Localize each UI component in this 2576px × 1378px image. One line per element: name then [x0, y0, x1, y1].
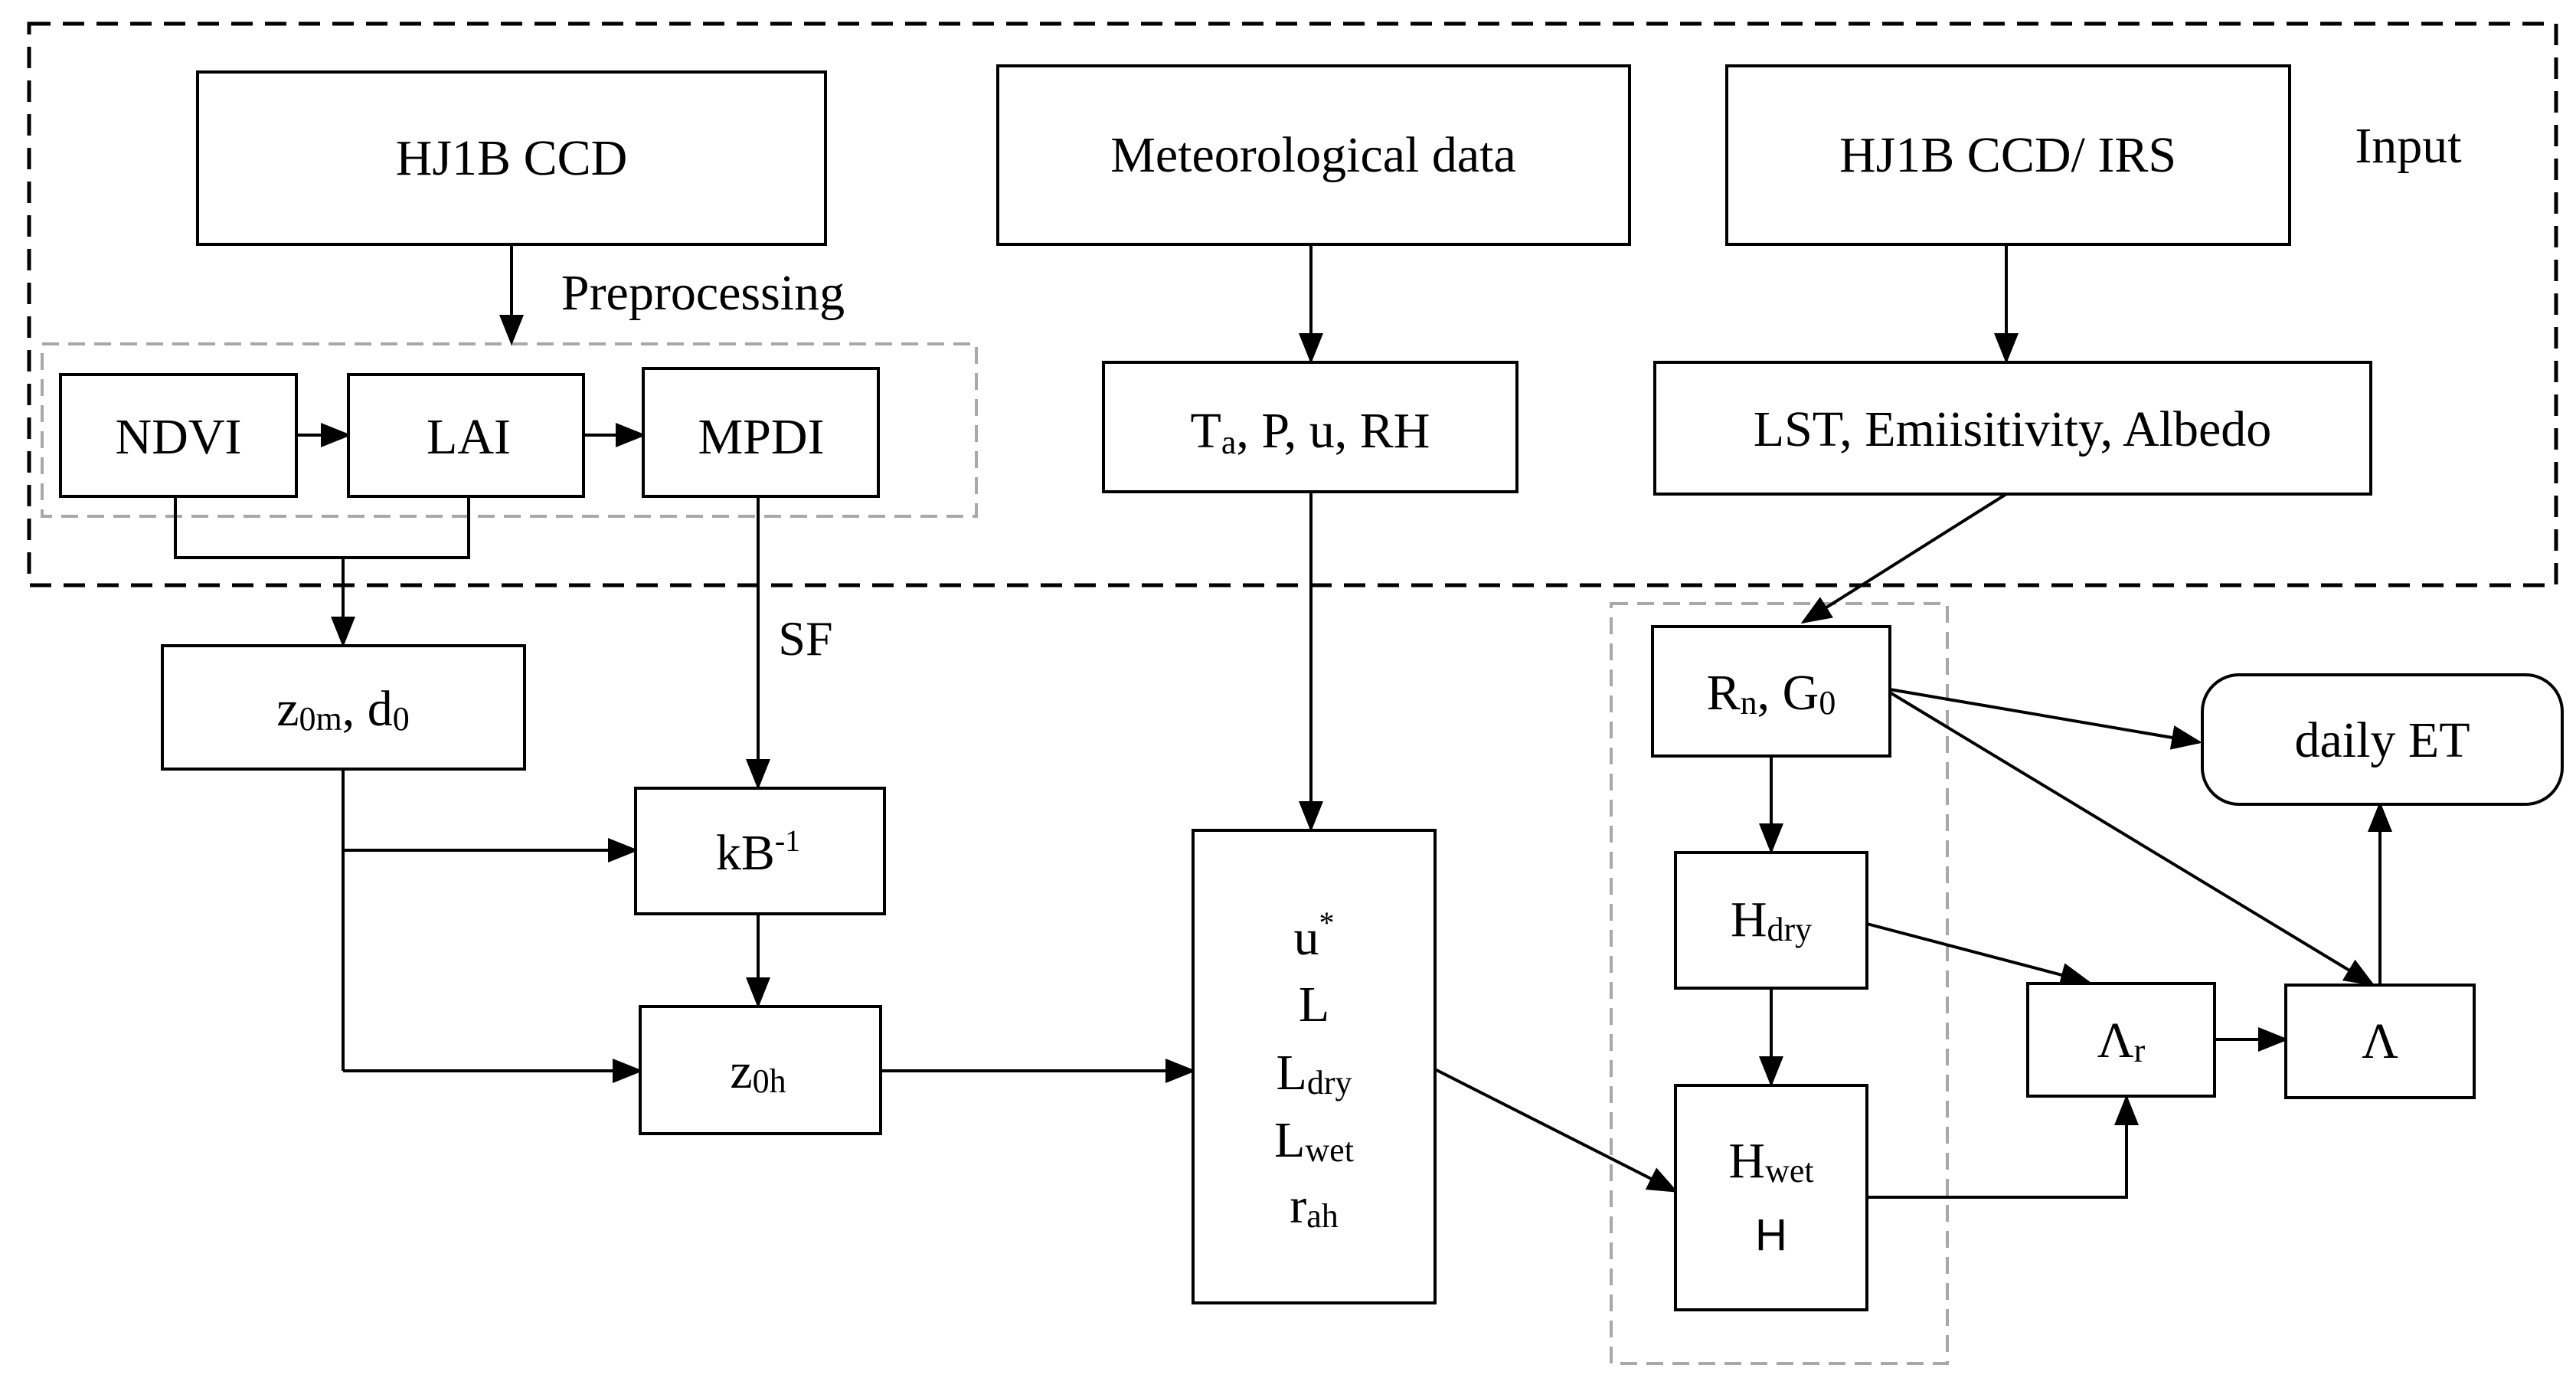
daily-et-box: daily ET	[2201, 673, 2564, 806]
mpdi-box: MPDI	[642, 367, 880, 498]
meteorological-data-box: Meteorological data	[996, 64, 1631, 246]
hj1b-ccd-box: HJ1B CCD	[196, 70, 827, 246]
h-wet-box: Hwet H	[1674, 1084, 1868, 1311]
lai-label: LAI	[427, 409, 511, 465]
lambda-box: Λ	[2284, 984, 2476, 1099]
arrow-hdry-to-lambda-r	[1866, 922, 2091, 987]
friction-velocity-label: u*	[1294, 905, 1335, 966]
input-label: Input	[2355, 118, 2461, 174]
preprocessing-region	[41, 342, 978, 518]
z0h-box: z0h	[639, 1005, 882, 1135]
monin-obukhov-length-label: L	[1299, 977, 1329, 1033]
ndvi-label: NDVI	[116, 409, 242, 465]
arrow-hwet-to-lambda-r	[1867, 1095, 2139, 1199]
arrow-rn-to-lambda	[1888, 691, 2375, 987]
rn-g0-label: Rn, G0	[1707, 665, 1836, 722]
surface-vars-label: LST, Emiisitivity, Albedo	[1754, 401, 2272, 457]
mpdi-label: MPDI	[698, 409, 824, 465]
met-vars-label: Ta, P, u, RH	[1191, 403, 1430, 461]
lambda-r-label: Λr	[2097, 1013, 2146, 1069]
arrow-stability-to-hwet	[1434, 1068, 1679, 1193]
met-vars-box: Ta, P, u, RH	[1102, 361, 1518, 493]
hj1b-ccd-irs-box: HJ1B CCD/ IRS	[1725, 64, 2291, 246]
sf-label: SF	[778, 611, 832, 666]
input-region	[27, 21, 2558, 588]
lambda-r-box: Λr	[2026, 982, 2216, 1098]
stability-params-box: u* L Ldry Lwet rah	[1192, 829, 1437, 1304]
h-dry-box: Hdry	[1674, 851, 1868, 990]
lai-box: LAI	[347, 373, 585, 498]
lambda-label: Λ	[2362, 1013, 2398, 1069]
hj1b-ccd-label: HJ1B CCD	[396, 130, 628, 186]
h-dry-label: Hdry	[1731, 892, 1812, 948]
l-wet-label: Lwet	[1274, 1112, 1354, 1169]
z0h-label: z0h	[730, 1043, 786, 1100]
arrow-rn-to-daily-et	[1889, 688, 2202, 750]
hj1b-ccd-irs-label: HJ1B CCD/ IRS	[1839, 127, 2176, 183]
h-wet-label: Hwet	[1728, 1133, 1813, 1190]
ndvi-box: NDVI	[59, 373, 298, 498]
h-label: H	[1755, 1210, 1787, 1260]
arrow-surface-to-rn	[1800, 493, 2008, 624]
roughness-box: z0m, d0	[161, 644, 526, 771]
connector-ndvi-lai-merge	[174, 496, 470, 559]
kb-inverse-label: kB-1	[716, 823, 800, 881]
energy-balance-region	[1610, 602, 1949, 1365]
daily-et-label: daily ET	[2294, 712, 2470, 768]
roughness-label: z0m, d0	[276, 681, 410, 738]
l-dry-label: Ldry	[1277, 1045, 1352, 1101]
preprocessing-label: Preprocessing	[561, 265, 845, 321]
meteorological-data-label: Meteorological data	[1110, 127, 1516, 183]
surface-vars-box: LST, Emiisitivity, Albedo	[1653, 361, 2372, 496]
connectors	[174, 244, 2392, 1199]
aerodynamic-resistance-label: rah	[1290, 1178, 1339, 1235]
rn-g0-box: Rn, G0	[1651, 625, 1891, 758]
kb-inverse-box: kB-1	[634, 787, 886, 915]
